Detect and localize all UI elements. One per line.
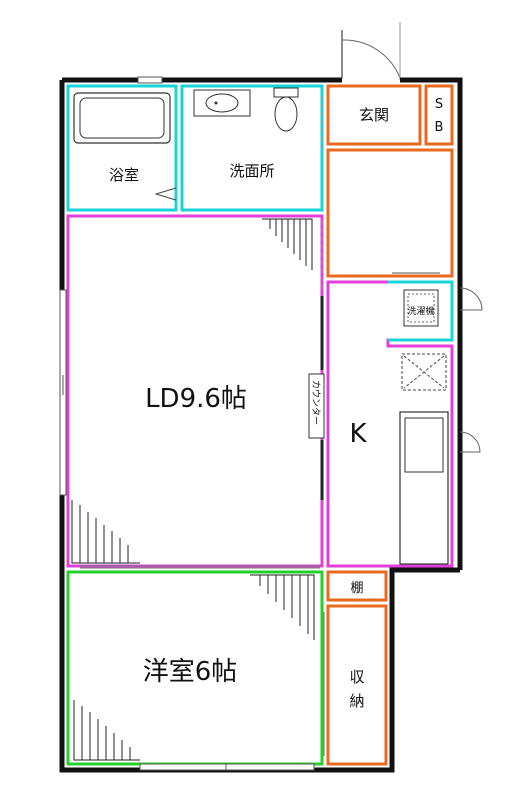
western-room-label: 洋室6帖 <box>143 657 238 687</box>
washer-area: 洗濯機 <box>388 280 483 342</box>
washroom-label: 洗面所 <box>229 162 274 180</box>
ld-hatch-bottom <box>79 505 129 563</box>
kitchen-label: K <box>349 419 367 449</box>
shelf-label: 棚 <box>350 581 363 596</box>
entrance-label: 玄関 <box>359 106 389 124</box>
hall-storage <box>326 148 454 278</box>
closet: 収 納 <box>326 604 388 766</box>
shoebox: S B <box>424 84 454 146</box>
western-room: 洋室6帖 <box>66 567 325 771</box>
closet-label-top: 収 <box>349 668 364 686</box>
ld-hatch-top <box>269 219 307 266</box>
western-hatch-top <box>259 575 309 634</box>
washroom: 洗面所 <box>180 84 324 212</box>
bath-label: 浴室 <box>109 166 139 184</box>
counter-label: カウンター <box>310 380 321 425</box>
entrance-door <box>341 22 401 80</box>
shoebox-label-top: S <box>435 97 443 112</box>
bath-room: 浴室 <box>66 76 178 212</box>
counter: カウンター <box>308 220 325 500</box>
ld-room: LD9.6帖 <box>59 214 324 568</box>
closet-label-bottom: 納 <box>349 692 364 710</box>
entrance: 玄関 <box>326 84 422 146</box>
western-hatch-bottom <box>81 706 131 760</box>
shelf: 棚 <box>326 570 388 602</box>
shoebox-label-bottom: B <box>435 120 444 135</box>
ld-label: LD9.6帖 <box>145 384 247 414</box>
washer-label: 洗濯機 <box>407 305 434 317</box>
outer-wall <box>59 77 463 773</box>
